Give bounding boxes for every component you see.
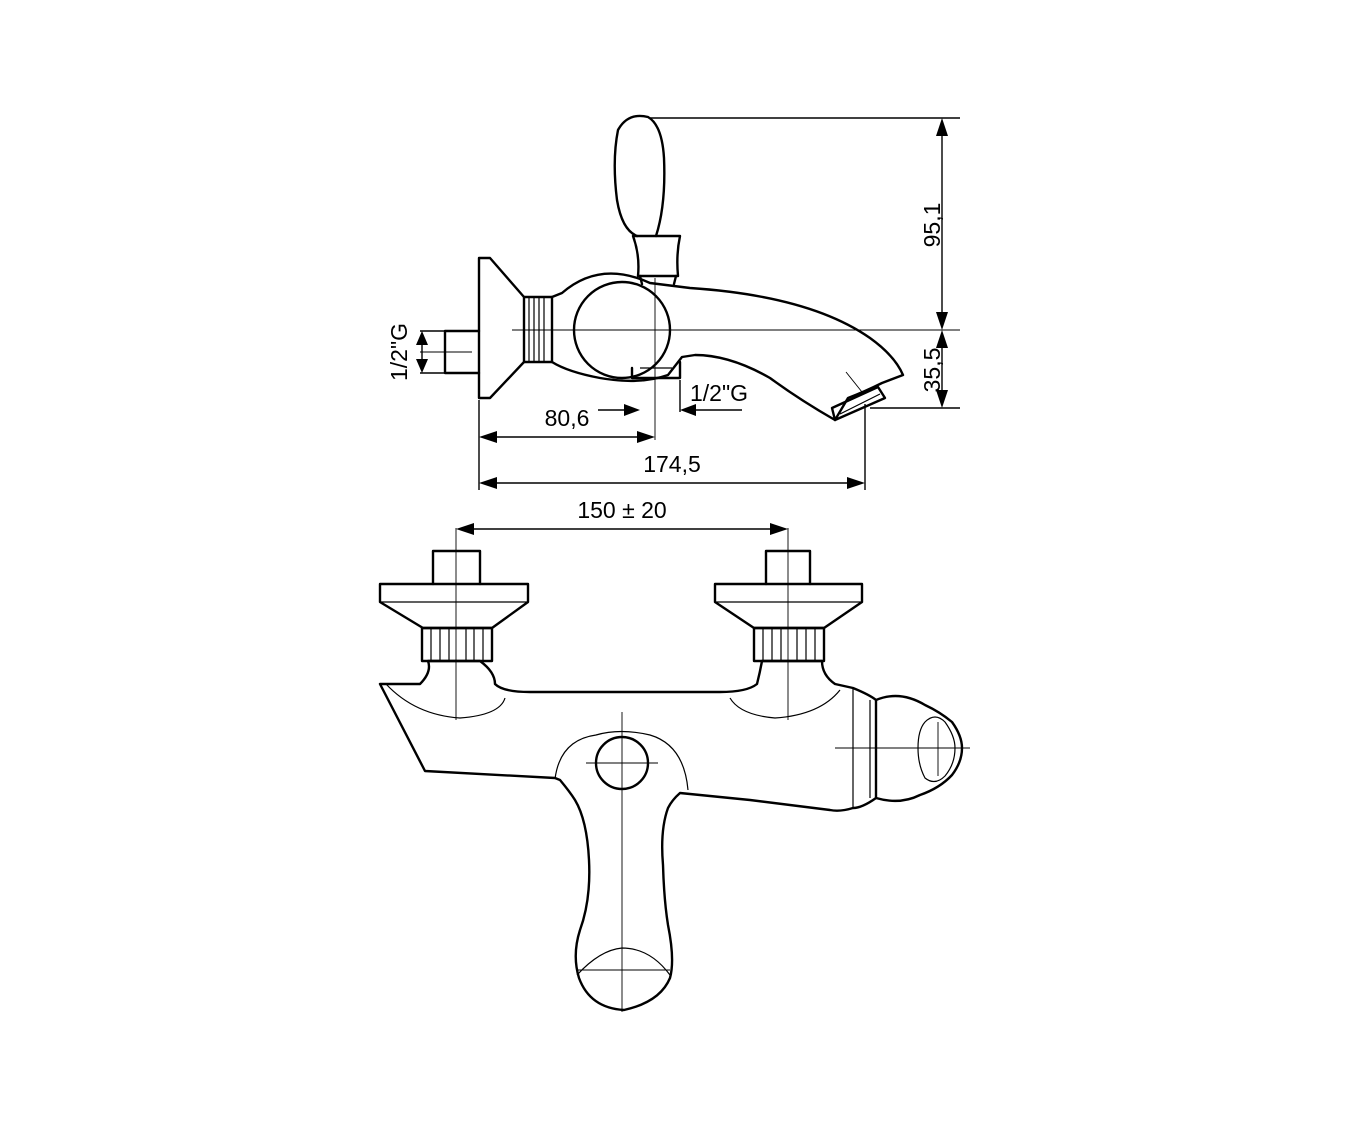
dim-35-5-label: 35,5 (919, 348, 945, 393)
side-dimensions: 95,1 35,5 1/2"G 1/2"G 80,6 174,5 (386, 117, 960, 490)
front-mixer-body (378, 659, 878, 1012)
right-nut (752, 626, 826, 663)
left-flange (378, 582, 530, 630)
side-handle-neck (631, 234, 682, 278)
side-view (420, 114, 960, 440)
aerator (830, 385, 887, 422)
wall-flange (477, 256, 526, 400)
dim-inlet-thread-label: 1/2"G (386, 323, 412, 381)
dim-150-label: 150 ± 20 (577, 497, 666, 523)
front-view (378, 528, 970, 1012)
dim-95-1-label: 95,1 (919, 203, 945, 248)
left-nut (420, 626, 494, 663)
side-diverter (630, 360, 682, 380)
dim-80-6-label: 80,6 (545, 405, 590, 431)
front-dimensions: 150 ± 20 (456, 497, 788, 535)
right-flange (713, 582, 864, 630)
side-handle-lever (613, 114, 666, 238)
dim-outlet-thread-label: 1/2"G (690, 380, 748, 406)
collar (522, 295, 554, 364)
dim-174-5-label: 174,5 (643, 451, 701, 477)
left-connector-pipe (431, 549, 482, 586)
